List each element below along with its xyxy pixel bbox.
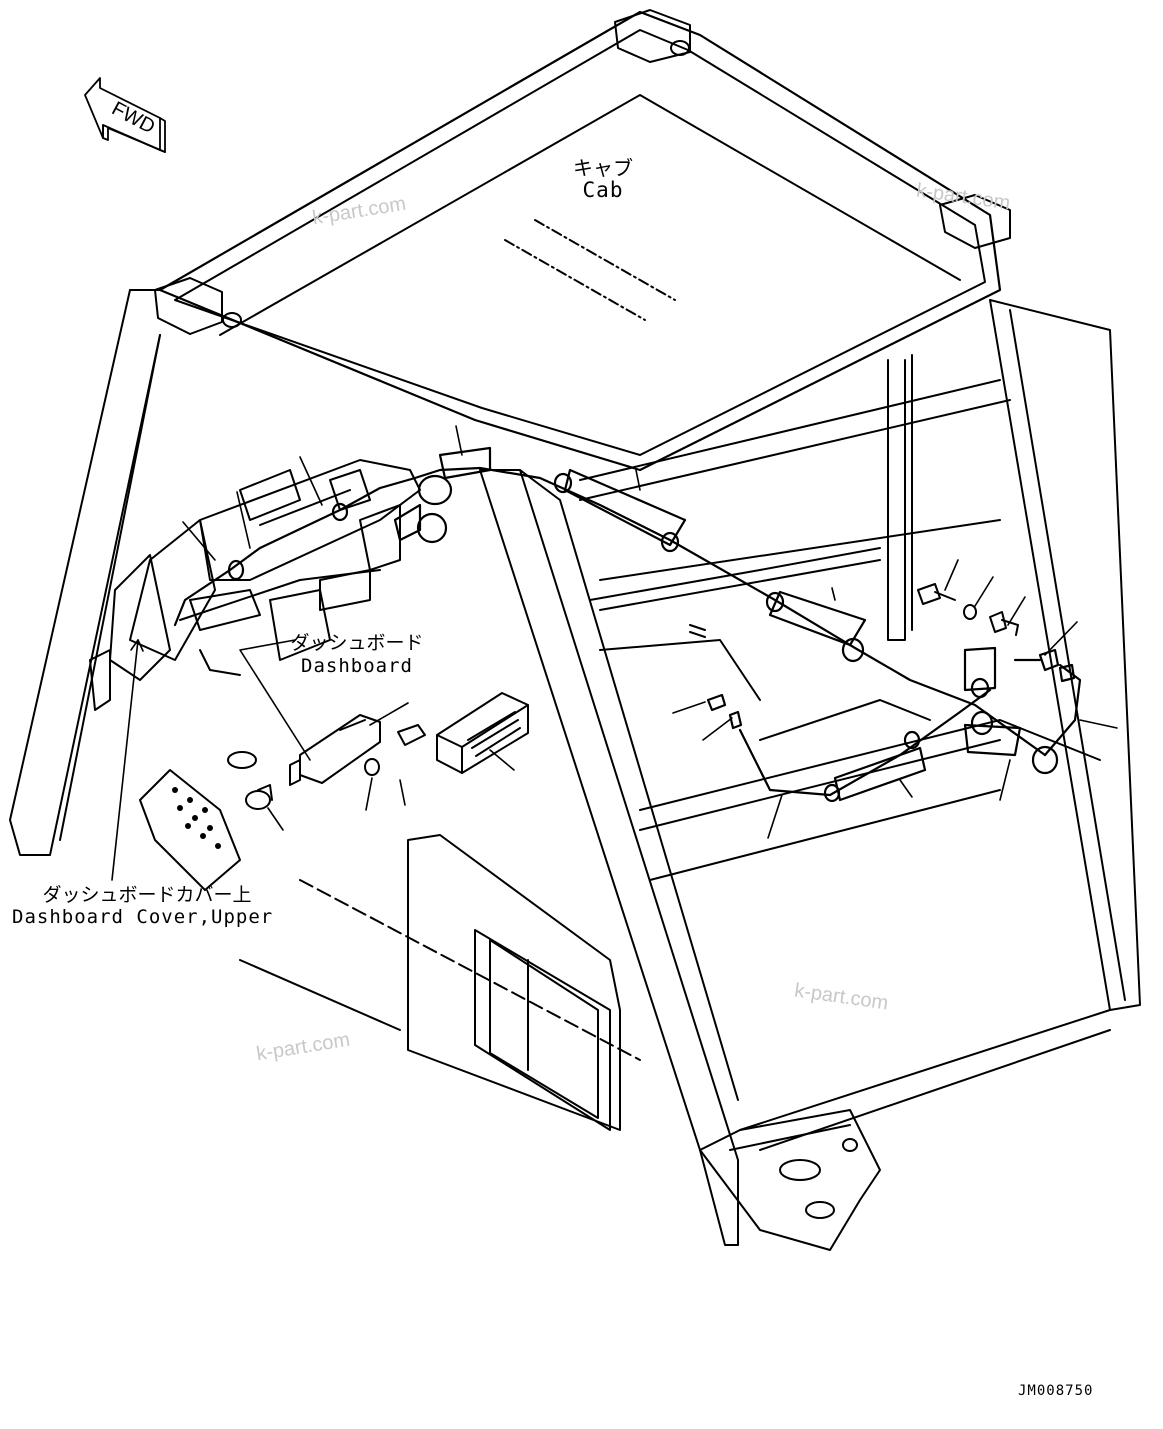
cab-pillars: [9, 289, 1141, 1246]
leader-lines: [111, 425, 1118, 881]
floor-pedal: [139, 751, 257, 891]
cab-side-panel: [407, 834, 621, 1131]
controller-unit: [245, 692, 529, 810]
drawing-code: JM008750: [1018, 1383, 1094, 1399]
dashboard-cover-label-en: Dashboard Cover,Upper: [12, 906, 274, 928]
fasteners: [689, 583, 1019, 638]
cab-roof: [154, 9, 1011, 472]
dashboard-cover-label-jp: ダッシュボードカバー上: [42, 884, 252, 906]
wiring-harness: [173, 446, 1082, 803]
dashboard-label-jp: ダッシュボード: [290, 632, 424, 654]
cab-label-en: Cab: [582, 178, 624, 202]
fwd-arrow-icon: [84, 77, 166, 153]
cab-label-jp: キャブ: [573, 156, 633, 180]
cab-floor: [239, 379, 1111, 1251]
dashboard-label-en: Dashboard: [301, 655, 413, 677]
